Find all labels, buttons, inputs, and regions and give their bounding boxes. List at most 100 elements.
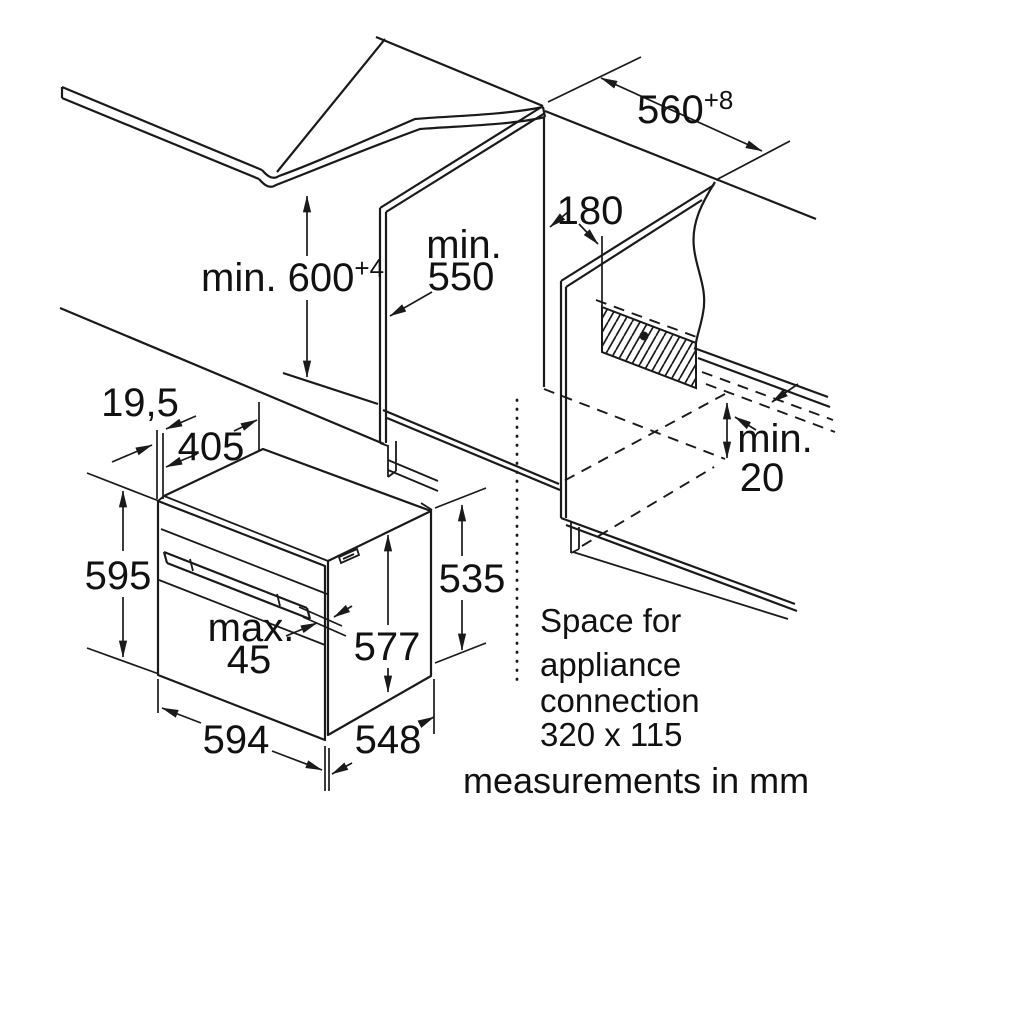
dim-front-height: 595 bbox=[85, 472, 160, 675]
dim-line-left bbox=[161, 707, 202, 724]
handle-mount-ticks bbox=[189, 558, 281, 607]
dim-extension-lines bbox=[434, 487, 487, 664]
niche-back-top-edge bbox=[544, 109, 817, 221]
dim-line-right bbox=[271, 750, 323, 771]
connection-note-line3: connection bbox=[540, 682, 700, 719]
front-width-label: 594 bbox=[203, 718, 270, 762]
dim-line-left bbox=[331, 762, 353, 775]
worktop-back-edge bbox=[375, 35, 544, 108]
side-panel-front-edge bbox=[378, 208, 388, 443]
oven-handle bbox=[162, 550, 312, 621]
niche-height-value: min. 600 bbox=[201, 256, 354, 300]
leader-right bbox=[233, 419, 258, 432]
side-panel-foot bbox=[379, 441, 439, 492]
dim-niche-width: 560+8 bbox=[547, 56, 791, 181]
floor-edge-right bbox=[382, 408, 561, 492]
body-back-corner-notch bbox=[420, 502, 433, 511]
body-height-label: 577 bbox=[354, 625, 421, 669]
hidden-edges bbox=[515, 346, 836, 682]
dim-niche-height: min. 600+4 bbox=[201, 195, 384, 378]
leader-left bbox=[549, 211, 569, 228]
niche-height-label: min. 600+4 bbox=[201, 253, 384, 300]
worktop-break-curves bbox=[258, 105, 547, 188]
plinth-long-line bbox=[59, 306, 385, 446]
connection-note-line4: 320 x 115 bbox=[540, 716, 683, 753]
handle-protrusion-label-line1: max. bbox=[208, 606, 295, 650]
dim-niche-depth: min. 550 bbox=[389, 223, 502, 317]
dim-front-width: 594 bbox=[157, 679, 330, 791]
leader-left bbox=[111, 444, 153, 463]
dim-extension-lines bbox=[156, 430, 164, 499]
top-depth-label: 405 bbox=[178, 425, 245, 469]
body-depth-label: 548 bbox=[355, 718, 422, 762]
floor-edge-left bbox=[282, 371, 379, 406]
dim-extension-lines bbox=[86, 472, 160, 675]
connection-note-line1: Space for bbox=[540, 602, 681, 639]
leader-right bbox=[578, 223, 599, 245]
front-overhang-label: 19,5 bbox=[101, 381, 179, 425]
front-height-label: 595 bbox=[85, 554, 152, 598]
dim-rear-gap: min. 20 bbox=[722, 383, 813, 500]
latch-slot bbox=[337, 547, 361, 565]
worktop bbox=[60, 35, 817, 221]
leader-lower bbox=[285, 622, 318, 637]
door-glass-line bbox=[158, 579, 326, 646]
floor-side-edge-dashed bbox=[559, 393, 726, 484]
rear-gap-label-line2: 20 bbox=[740, 456, 785, 500]
oven-drawing: 19,5 405 595 535 577 bbox=[85, 381, 505, 791]
body-right-face bbox=[326, 511, 433, 737]
rear-panel-foot bbox=[570, 521, 789, 620]
dim-top-depth: 405 bbox=[165, 402, 260, 469]
handle-bar bbox=[162, 550, 312, 621]
wall-spacer-lines bbox=[693, 346, 831, 409]
dim-handle-protrusion: max. 45 bbox=[208, 604, 353, 682]
rear-panel-hidden-edge-dashed bbox=[581, 466, 715, 547]
leader-left bbox=[165, 453, 198, 468]
rear-gap-label-line1: min. bbox=[737, 417, 813, 461]
upper-cabinet-edge bbox=[276, 38, 386, 173]
wall-gap-dashed-lines bbox=[701, 371, 836, 433]
niche-width-label: 560+8 bbox=[637, 85, 733, 132]
rear-panel-front-edge bbox=[559, 281, 568, 518]
leader-right bbox=[165, 415, 197, 430]
oven-body bbox=[156, 447, 433, 742]
rear-panel bbox=[559, 181, 798, 620]
connection-note-line2: appliance bbox=[540, 646, 681, 683]
body-top-face bbox=[163, 447, 433, 562]
leader-lower bbox=[734, 416, 757, 431]
front-frame-top-band bbox=[157, 495, 329, 562]
niche-width-tolerance: +8 bbox=[704, 85, 734, 115]
dim-connection-offset: 180 bbox=[549, 189, 624, 306]
annotation-notes: Space for appliance connection 320 x 115… bbox=[463, 602, 809, 801]
break-cut-wavy-line bbox=[692, 181, 716, 354]
niche-floor bbox=[59, 306, 561, 492]
dim-body-height: 577 bbox=[354, 534, 421, 693]
leader-upper bbox=[771, 383, 799, 403]
dim-line bbox=[600, 77, 763, 152]
connection-point-dot bbox=[639, 331, 649, 341]
connection-offset-label: 180 bbox=[557, 189, 624, 233]
niche-drawing: 560+8 min. 600+4 min. 550 180 min. 20 bbox=[59, 35, 836, 682]
niche-depth-label-line1: min. bbox=[426, 223, 502, 267]
rear-panel-top-edge bbox=[560, 184, 715, 288]
leader-upper bbox=[333, 604, 353, 618]
niche-width-value: 560 bbox=[637, 88, 704, 132]
control-panel-line bbox=[160, 528, 328, 595]
dim-front-overhang: 19,5 bbox=[101, 381, 197, 499]
dim-extension-lines bbox=[547, 56, 791, 181]
front-frame-outline bbox=[156, 499, 327, 742]
niche-side-panel bbox=[378, 105, 546, 492]
dim-rear-height: 535 bbox=[434, 487, 505, 664]
units-note: measurements in mm bbox=[463, 760, 809, 801]
dim-body-depth: 548 bbox=[331, 679, 435, 775]
handle-protrusion-label-line2: 45 bbox=[227, 638, 272, 682]
niche-height-tolerance: +4 bbox=[354, 253, 384, 283]
rear-panel-bottom-edge bbox=[560, 516, 798, 613]
worktop-front-edge bbox=[60, 85, 263, 181]
dim-line-right bbox=[417, 716, 435, 729]
floor-back-edge-dashed bbox=[543, 388, 726, 460]
connection-space-hatch bbox=[601, 305, 697, 390]
dim-extension-lines bbox=[157, 679, 330, 791]
